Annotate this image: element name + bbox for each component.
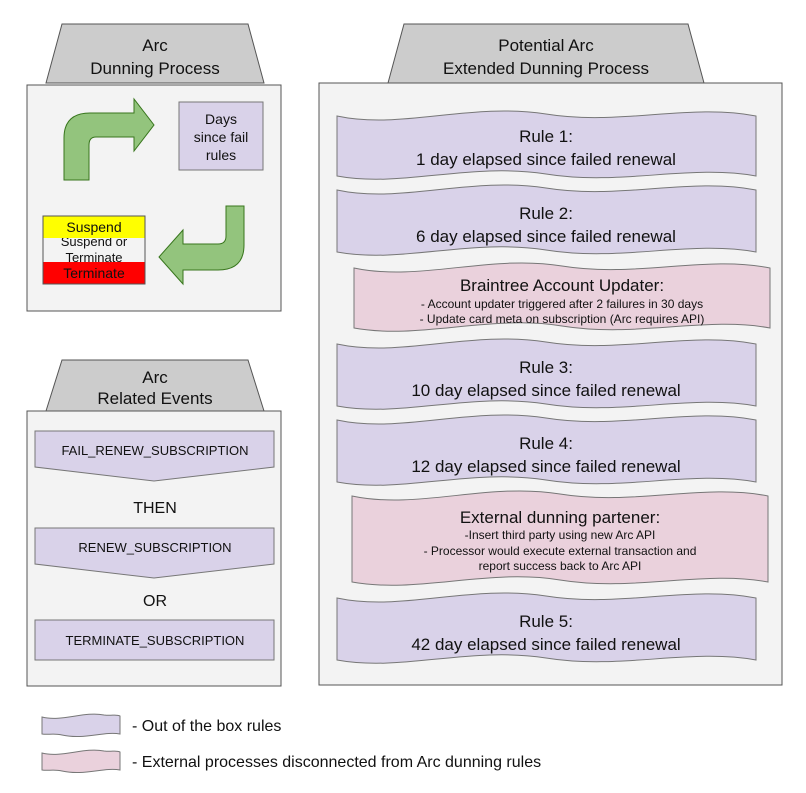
legend-rule-swatch [41,713,121,738]
events-panel-title-line2: Related Events [97,389,212,408]
rule-4-title: Rule 4: [519,434,573,453]
rule-2-title: Rule 2: [519,204,573,223]
braintree-line1: - Account updater triggered after 2 fail… [421,297,703,311]
event-renew-label: RENEW_SUBSCRIPTION [78,540,231,555]
event-box-terminate [34,619,275,661]
legend: - Out of the box rules - External proces… [41,713,541,774]
rule-5-text: 42 day elapsed since failed renewal [411,635,680,654]
external-dunning-line2: - Processor would execute external trans… [424,544,697,558]
then-label: THEN [133,500,177,517]
suspend-or-terminate-box [43,238,145,262]
rule-1-box [336,110,757,180]
dunning-panel-title-line1: Arc [142,36,168,55]
days-since-fail-box [178,101,264,171]
rule-1-text: 1 day elapsed since failed renewal [416,150,676,169]
bent-arrow-down-left-icon [158,205,245,286]
external-dunning-line1: -Insert third party using new Arc API [465,528,656,542]
event-chevron-renew [34,527,275,579]
rule-5-title: Rule 5: [519,612,573,631]
rule-3-box [336,338,757,410]
dunning-panel-header [45,23,265,84]
rule-4-box [336,414,757,486]
rule-2-text: 6 day elapsed since failed renewal [416,227,676,246]
external-dunning-line3: report success back to Arc API [479,559,642,573]
bent-arrow-up-right-icon [63,97,155,181]
terminate-ghost-label: Terminate [65,250,122,265]
status-box-outline [42,215,146,285]
days-box-line1: Days [205,111,237,127]
event-chevron-fail-renew [34,430,275,482]
days-box-line3: rules [206,147,236,163]
dunning-panel: Arc Dunning Process Days since fail rule… [26,23,282,312]
events-panel: Arc Related Events FAIL_RENEW_SUBSCRIPTI… [26,359,282,687]
rule-2-box [336,184,757,256]
extended-panel: Potential Arc Extended Dunning Process R… [318,23,783,686]
legend-item-2: - External processes disconnected from A… [132,754,541,771]
terminate-label: Terminate [63,265,125,281]
braintree-line2: - Update card meta on subscription (Arc … [420,312,705,326]
rule-3-title: Rule 3: [519,358,573,377]
rule-4-text: 12 day elapsed since failed renewal [411,457,680,476]
or-label: OR [143,593,167,610]
events-panel-title-line1: Arc [142,368,168,387]
braintree-title: Braintree Account Updater: [460,276,664,295]
rule-5-box [336,592,757,664]
event-terminate-label: TERMINATE_SUBSCRIPTION [66,633,245,648]
dunning-panel-title-line2: Dunning Process [90,59,219,78]
suspend-label: Suspend [66,219,121,235]
rule-1-title: Rule 1: [519,127,573,146]
days-box-line2: since fail [194,129,248,145]
rule-3-text: 10 day elapsed since failed renewal [411,381,680,400]
external-dunning-title: External dunning partener: [460,508,660,527]
legend-item-1: - Out of the box rules [132,718,281,735]
braintree-box [353,262,771,332]
legend-external-swatch [41,749,121,774]
extended-panel-title-line1: Potential Arc [498,36,594,55]
external-dunning-box [351,490,769,586]
event-fail-renew-label: FAIL_RENEW_SUBSCRIPTION [61,443,248,458]
extended-panel-title-line2: Extended Dunning Process [443,59,649,78]
